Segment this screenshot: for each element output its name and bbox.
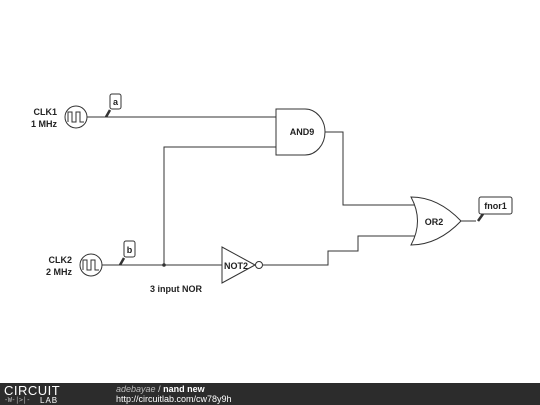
not-gate[interactable] — [221, 246, 263, 284]
and-gate-body[interactable] — [275, 108, 326, 156]
clk1-name: CLK1 — [33, 107, 57, 117]
node-a-box[interactable] — [109, 93, 122, 110]
circuit-meta: adebayae / nand new http://circuitlab.co… — [116, 384, 232, 404]
square-wave-icon — [82, 259, 99, 271]
node-b-text: b — [127, 245, 133, 255]
output-node-text: fnor1 — [484, 201, 507, 211]
author-title-line: adebayae / nand new — [116, 384, 232, 394]
not-gate-label: NOT2 — [224, 261, 248, 271]
or-gate[interactable] — [410, 196, 462, 246]
output-node-pin — [476, 213, 485, 222]
clk2-name: CLK2 — [48, 255, 72, 265]
output-node-box[interactable] — [478, 196, 513, 215]
node-a-text: a — [113, 97, 119, 107]
separator: / — [158, 384, 161, 394]
square-wave-icon — [67, 111, 84, 123]
wire-and-to-or — [325, 131, 419, 206]
clk2-source[interactable] — [79, 253, 103, 277]
circuit-url-link[interactable]: http://circuitlab.com/cw78y9h — [116, 394, 232, 404]
junction-dot — [162, 263, 166, 267]
node-a-pin — [104, 109, 112, 118]
not-gate-bubble[interactable] — [255, 261, 263, 269]
or-gate-label: OR2 — [425, 217, 444, 227]
output-node-fnor1[interactable]: fnor1 — [476, 196, 513, 222]
or-gate-body[interactable] — [410, 196, 462, 246]
logo-text-lab: LAB — [40, 396, 59, 405]
node-b-pin — [118, 257, 126, 266]
resistor-diode-icon: -W-|>|- — [4, 396, 31, 404]
footer-bar: CIRCUIT -W-|>|- LAB adebayae / nand new … — [0, 383, 540, 405]
clk1-source[interactable] — [64, 105, 88, 129]
not-gate-body[interactable] — [221, 246, 257, 284]
logo-text-circuit: CIRCUIT — [4, 383, 61, 398]
clk2-frequency: 2 MHz — [46, 267, 73, 277]
wire-clk2-to-and — [163, 146, 276, 265]
node-b-box[interactable] — [123, 240, 136, 258]
circuitlab-logo[interactable]: CIRCUIT -W-|>|- LAB — [4, 383, 94, 405]
author-link[interactable]: adebayae — [116, 384, 156, 394]
circuit-title: nand new — [163, 384, 205, 394]
clk1-frequency: 1 MHz — [31, 119, 58, 129]
circuit-caption: 3 input NOR — [150, 284, 202, 294]
wire-not-to-or — [263, 235, 419, 266]
node-label-b[interactable]: b — [118, 240, 136, 266]
node-label-a[interactable]: a — [104, 93, 122, 118]
and-gate[interactable] — [275, 108, 326, 156]
and-gate-label: AND9 — [290, 127, 315, 137]
